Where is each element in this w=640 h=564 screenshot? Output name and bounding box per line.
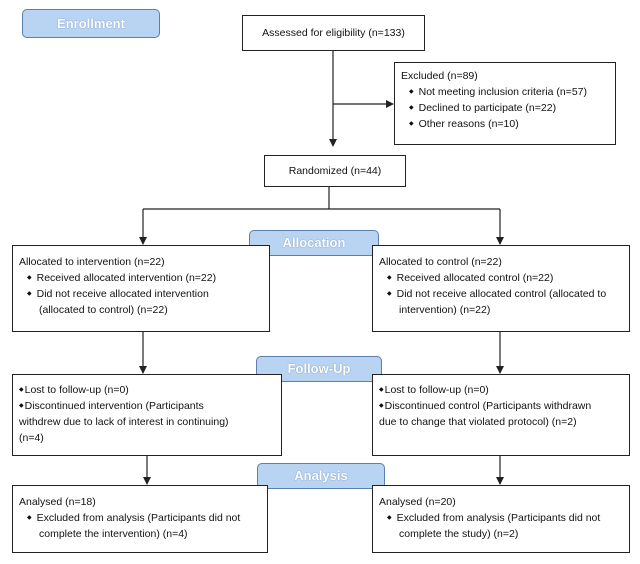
stage-allocation: Allocation: [249, 230, 379, 256]
alloc-control-box: Allocated to control (n=22) Received all…: [372, 245, 630, 332]
analysis-intervention-excluded-cont: complete the intervention) (n=4): [39, 528, 188, 540]
followup-intervention-discontinued-count: (n=4): [19, 432, 44, 444]
alloc-intervention-title: Allocated to intervention (n=22): [19, 256, 165, 268]
analysis-control-title: Analysed (n=20): [379, 496, 456, 508]
analysis-intervention-title: Analysed (n=18): [19, 496, 96, 508]
analysis-control-excluded: Excluded from analysis (Participants did…: [379, 510, 623, 526]
randomized-text: Randomized (n=44): [288, 165, 382, 177]
followup-control-lost: Lost to follow-up (n=0): [379, 382, 623, 398]
analysis-intervention-box: Analysed (n=18) Excluded from analysis (…: [12, 485, 268, 553]
alloc-control-received: Received allocated control (n=22): [379, 270, 623, 286]
excluded-item: Declined to participate (n=22): [401, 100, 609, 116]
alloc-intervention-not-received-cont: (allocated to control) (n=22): [39, 304, 168, 316]
alloc-intervention-not-received: Did not receive allocated intervention: [19, 286, 263, 302]
followup-control-discontinued-cont: due to change that violated protocol) (n…: [379, 416, 577, 428]
followup-intervention-discontinued: Discontinued intervention (Participants: [19, 398, 275, 414]
alloc-control-not-received-cont: intervention) (n=22): [399, 304, 491, 316]
analysis-control-excluded-cont: complete the study) (n=2): [399, 528, 519, 540]
followup-intervention-lost: Lost to follow-up (n=0): [19, 382, 275, 398]
excluded-title: Excluded (n=89): [401, 70, 478, 82]
alloc-control-title: Allocated to control (n=22): [379, 256, 502, 268]
stage-enrollment: Enrollment: [22, 9, 160, 38]
excluded-item: Not meeting inclusion criteria (n=57): [401, 84, 609, 100]
analysis-intervention-excluded: Excluded from analysis (Participants did…: [19, 510, 261, 526]
alloc-intervention-box: Allocated to intervention (n=22) Receive…: [12, 245, 270, 332]
followup-intervention-discontinued-cont: withdrew due to lack of interest in cont…: [19, 416, 229, 428]
randomized-box: Randomized (n=44): [264, 155, 406, 187]
alloc-intervention-received: Received allocated intervention (n=22): [19, 270, 263, 286]
analysis-control-box: Analysed (n=20) Excluded from analysis (…: [372, 485, 630, 553]
assessed-box: Assessed for eligibility (n=133): [242, 15, 425, 51]
stage-analysis: Analysis: [257, 463, 385, 489]
followup-control-discontinued: Discontinued control (Participants withd…: [379, 398, 623, 414]
assessed-text: Assessed for eligibility (n=133): [262, 27, 405, 39]
followup-control-box: Lost to follow-up (n=0) Discontinued con…: [372, 374, 630, 456]
followup-intervention-box: Lost to follow-up (n=0) Discontinued int…: [12, 374, 282, 456]
alloc-control-not-received: Did not receive allocated control (alloc…: [379, 286, 623, 302]
excluded-item: Other reasons (n=10): [401, 116, 609, 132]
excluded-box: Excluded (n=89) Not meeting inclusion cr…: [394, 62, 616, 145]
